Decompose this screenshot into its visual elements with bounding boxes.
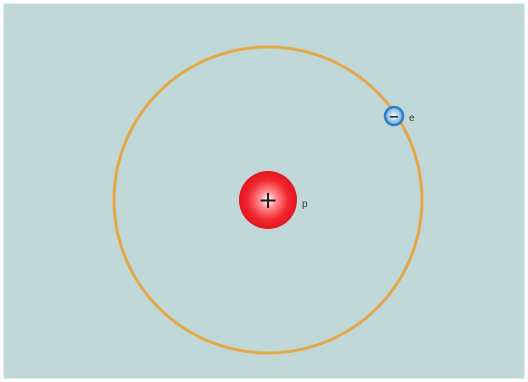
electron-charge-symbol: − [389,110,400,125]
electron-orbit [112,45,424,355]
proton-charge-symbol: + [258,186,278,214]
proton-label: p [302,199,308,210]
electron-sphere [383,105,405,127]
electron-label: e [409,113,415,124]
electron: − e [383,105,415,127]
proton-sphere [239,171,297,229]
proton: + p [239,171,308,229]
